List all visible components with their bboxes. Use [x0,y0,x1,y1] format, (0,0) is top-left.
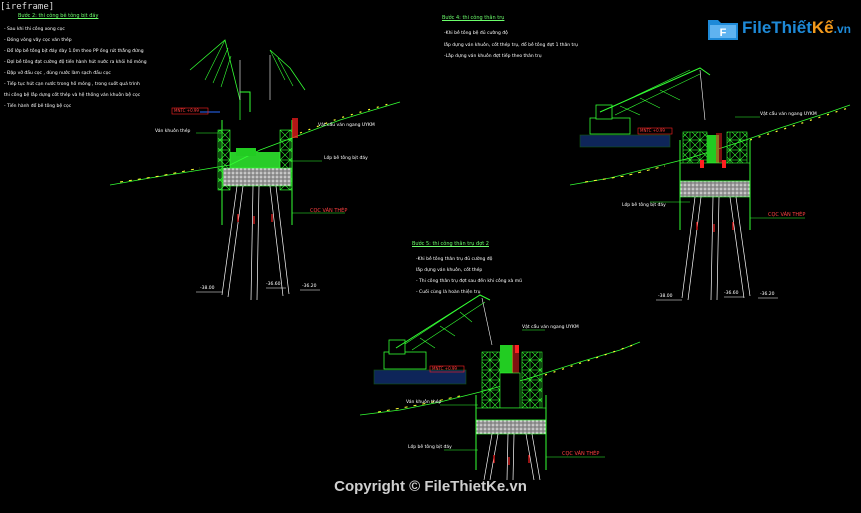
formwork-label: Ván khuôn thép [406,400,442,405]
water-level-label: MNTC +0.99 [174,108,199,113]
steel-pile-label: CỌC VÁN THÉP [310,208,348,214]
note-line: - Thi công thân trụ đợt sau đến khi công… [416,279,522,284]
steel-pile-label: CỌC VÁN THÉP [768,212,806,218]
note-line: lắp dựng ván khuôn, cốt thép [416,268,483,273]
note-line: - Đóng vòng vây cọc ván thép [4,38,72,43]
water-level-label: MNTC +0.99 [640,128,665,133]
elevation-label: -36.20 [302,284,317,289]
note-line: - Đợi bê tông đạt cường độ tiến hành hút… [4,60,147,65]
diagram-step4 [569,67,851,301]
water-level-label: MNTC +0.99 [432,366,457,371]
note-line: - Đập vỡ đầu cọc , dùng nước làm sạch đầ… [4,71,111,76]
crane-anchor-label: Vật cẩu ván ngang UYKM [522,325,579,330]
elevation-label: -38.00 [200,286,215,291]
brand-logo: F FileThiếtKế.vn [706,12,851,44]
steel-pile-label: CỌC VÁN THÉP [562,451,600,457]
svg-text:F: F [720,27,727,39]
step4-title: Bước 4: thi công thân trụ [442,15,505,21]
seal-concrete-label: Lớp bê tông bịt đáy [408,445,452,450]
viewport-label: [ireframe] [0,2,55,12]
note-line: -Khi bê tông bệ đủ cường độ [444,31,508,36]
seal-concrete-label: Lớp bê tông bịt đáy [324,156,368,161]
note-line: thi công bệ lắp dựng cốt thép và hệ thốn… [4,93,141,98]
elevation-label: -36.60 [266,282,281,287]
note-line: - Tiến hành đổ bê tông bệ cọc [4,104,72,109]
elevation-label: -36.20 [760,292,775,297]
copyright-watermark: Copyright © FileThietKe.vn [334,478,527,495]
crane-anchor-label: Vật cẩu ván ngang UYKM [760,112,817,117]
formwork-label: Ván khuôn thép [155,129,191,134]
crane-anchor-label: Vật cẩu ván ngang UYKM [318,123,375,128]
elevation-label: -38.00 [658,294,673,299]
note-line: -Khi bê tông thân trụ đủ cường độ [416,257,493,262]
brand-name: FileThiếtKế.vn [742,18,851,37]
note-line: - Sau khi thi công xong cọc [4,27,65,32]
note-line: lắp dựng ván khuôn, cốt thép trụ, đổ bê … [444,43,579,48]
folder-icon: F [706,14,740,42]
elevation-label: -36.60 [724,291,739,296]
diagram-step5 [359,294,641,481]
note-line: - Tiếp tục hút cạn nước trong hố móng , … [4,82,140,87]
note-line: -Lắp dựng ván khuôn đợt tiếp theo thân t… [444,54,542,59]
diagram-step2 [109,39,401,301]
step2-title: Bước 2: thi công bê tông bịt đáy [18,13,99,19]
step5-title: Bước 5: thi công thân trụ đợt 2 [412,241,489,247]
note-line: - Đổ lớp bê tông bịt đáy dày 1.0m theo P… [4,49,144,54]
seal-concrete-label: Lớp bê tông bịt đáy [622,203,666,208]
note-line: - Cuối cùng là hoàn thiện trụ [416,290,481,295]
